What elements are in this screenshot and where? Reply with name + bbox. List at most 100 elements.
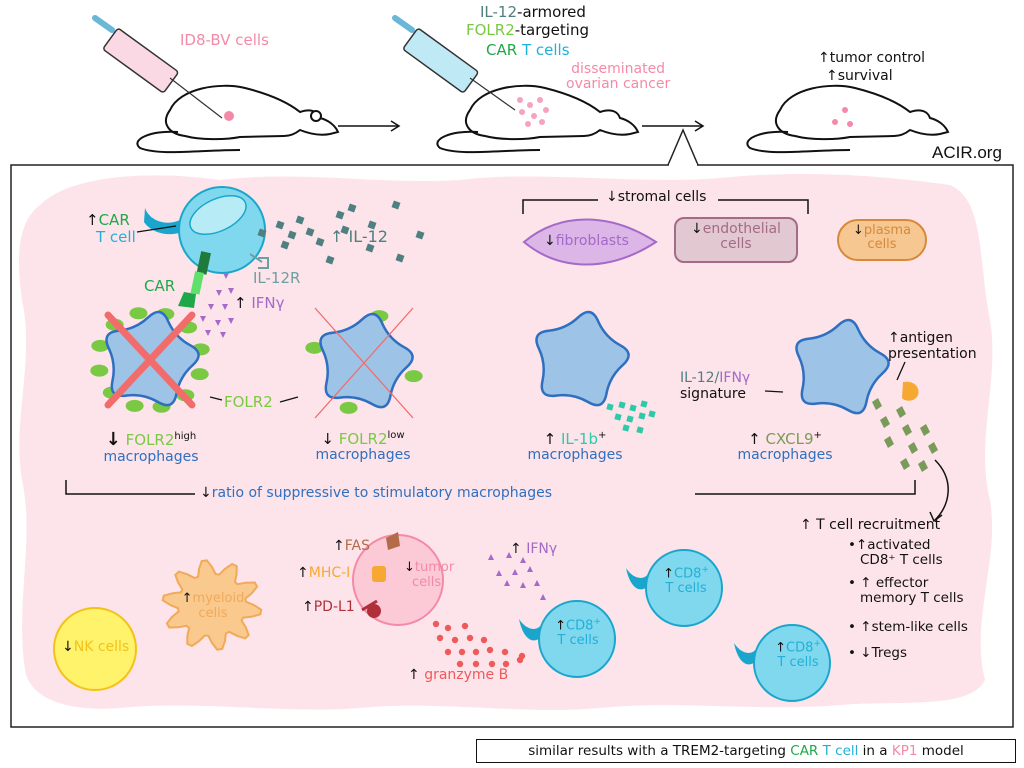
- folr2-marker: [305, 341, 324, 354]
- mouse-2: [436, 84, 640, 154]
- granzyme-particle: [436, 634, 444, 642]
- il12-particle: [365, 243, 375, 253]
- ifng-particle: [222, 304, 228, 310]
- cross-out-mark: [104, 311, 196, 409]
- syringe-1: [92, 15, 234, 121]
- ifng-particles-bottom: [488, 552, 546, 600]
- granzyme-particle: [444, 624, 452, 632]
- il12-particle: [287, 230, 297, 240]
- granzyme-particle: [472, 648, 480, 656]
- receptor-icon: [626, 568, 648, 590]
- cxcl9-particle: [928, 442, 938, 454]
- il12r-receptor: [249, 253, 269, 269]
- ifng-particle: [488, 554, 494, 560]
- folr2-marker: [339, 401, 358, 414]
- nk-cells-label: ↓NK cells: [62, 639, 130, 655]
- cxcl9-particle: [920, 424, 930, 436]
- il1b-particle: [636, 426, 644, 434]
- folr2-marker: [190, 368, 209, 381]
- il1b-particle: [606, 403, 614, 411]
- il12r-label: IL-12R: [253, 269, 301, 287]
- granzyme-particle: [458, 648, 466, 656]
- cxcl9-particle: [884, 436, 894, 448]
- il1b-particles: [606, 400, 656, 434]
- ifng-particle: [228, 318, 234, 324]
- car-receptor: [178, 251, 211, 308]
- ifng-particle: [506, 552, 512, 558]
- cd8-t-cell-label: ↑CD8+T cells: [555, 617, 601, 648]
- footer-note: similar results with a TREM2-targeting C…: [476, 739, 1016, 763]
- ifng-particle: [223, 273, 229, 279]
- ifng-particle: [496, 570, 502, 576]
- il12-label: ↑ IL-12: [330, 227, 388, 246]
- fas-receptor: [386, 532, 400, 550]
- receptor-icon: [519, 619, 541, 641]
- il12-particle: [295, 215, 305, 225]
- ratio-label: ↓ratio of suppressive to stimulatory mac…: [200, 485, 552, 501]
- il12-particle: [415, 230, 425, 240]
- il12-particle: [305, 227, 315, 237]
- fibroblasts-label: ↓fibroblasts: [544, 233, 629, 249]
- tumor-dots-2: [517, 97, 549, 127]
- car-label: CAR: [144, 277, 176, 295]
- granzyme-particle: [451, 636, 459, 644]
- il12-particle: [367, 220, 377, 230]
- folr2-targeting-label: FOLR2-targeting: [466, 21, 589, 39]
- ifng-particle: [220, 332, 226, 338]
- callout-notch: [667, 128, 699, 166]
- folr2-marker: [125, 399, 144, 412]
- il1b-particle: [618, 401, 626, 409]
- fibroblast-shape: [522, 218, 658, 266]
- ifng-label: ↑ IFNγ: [234, 294, 285, 312]
- ifng-bottom-label: ↑ IFNγ: [510, 541, 558, 557]
- recruitment-arrow: [934, 459, 949, 521]
- granzyme-particle: [486, 646, 494, 654]
- nucleus: [189, 194, 247, 236]
- ifng-particle: [215, 320, 221, 326]
- il12-particle: [340, 225, 350, 235]
- ifng-particle: [504, 580, 510, 586]
- macrophage-body: [795, 318, 890, 415]
- outcome-label: ↑tumor control↑survival: [818, 50, 926, 84]
- granzyme-particle: [466, 634, 474, 642]
- granzyme-particle: [518, 652, 526, 660]
- macrophage-label: ↑ CXCL9+macrophages: [737, 430, 833, 463]
- folr2-marker: [129, 307, 148, 320]
- il12-particle: [257, 228, 267, 238]
- cxcl9-particle: [902, 424, 912, 436]
- il1b-particle: [640, 400, 648, 408]
- thin-cross-out-mark: [314, 307, 414, 419]
- cxcl9-particle: [872, 398, 882, 410]
- fas-label: ↑FAS: [333, 538, 370, 554]
- ifng-particle: [228, 288, 234, 294]
- recruitment-item: • ↓Tregs: [848, 645, 907, 661]
- cxcl9-macrophage: [795, 318, 890, 415]
- granzyme-b-label: ↑ granzyme B: [408, 667, 509, 683]
- mouse-1: [136, 84, 340, 154]
- cd8-t-cell-label: ↑CD8+T cells: [775, 639, 821, 670]
- stromal-cells-title: ↓stromal cells: [606, 189, 707, 205]
- folr2-pointer-label: FOLR2: [224, 393, 273, 411]
- pd-l1-receptor: [367, 604, 381, 618]
- il1b-macrophage: [535, 310, 630, 407]
- cd8-t-cell: [753, 624, 831, 702]
- cd8-t-cell: [538, 600, 616, 678]
- cxcl9-particle: [908, 442, 918, 454]
- granzyme-particle: [472, 660, 480, 668]
- il12-particle: [325, 255, 335, 265]
- ifng-particle: [200, 316, 206, 322]
- ifng-particle: [540, 594, 546, 600]
- ifng-particle: [512, 569, 518, 575]
- il12-particles: [257, 200, 425, 265]
- mhc-i-receptor: [372, 566, 386, 582]
- ifng-particle: [208, 304, 214, 310]
- ifng-particle: [520, 557, 526, 563]
- folr2-marker: [404, 370, 423, 383]
- il1b-particle: [622, 424, 630, 432]
- ifng-particle: [205, 330, 211, 336]
